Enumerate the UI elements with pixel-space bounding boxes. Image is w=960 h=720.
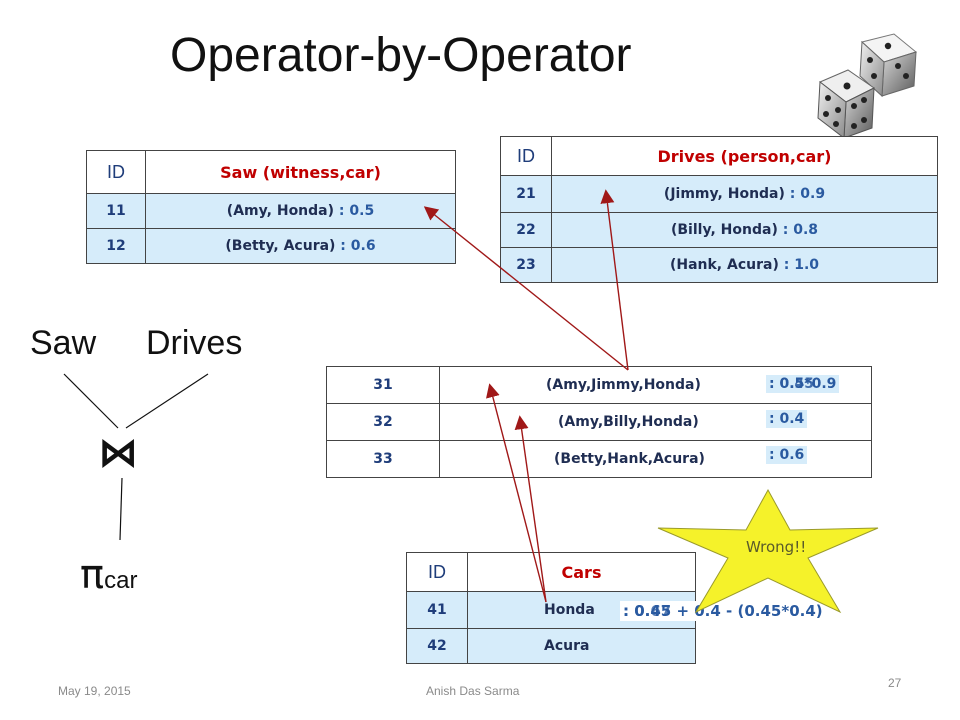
drives-table-header: ID Drives (person,car)	[500, 136, 938, 176]
drives-relation-label: Drives	[146, 324, 243, 362]
row-id: 33	[326, 440, 440, 478]
row-prob: : 0.6	[335, 238, 376, 254]
row-tuple: (Betty, Acura) : 0.6	[145, 228, 456, 264]
saw-id-header: ID	[86, 150, 146, 194]
row-id: 23	[500, 247, 552, 283]
row-tuple: (Jimmy, Honda) : 0.9	[551, 175, 938, 213]
lineage-arrow	[600, 189, 629, 371]
table-row: 11 (Amy, Honda) : 0.5	[86, 193, 456, 229]
projection-operator: πcar	[80, 552, 137, 598]
pi-symbol: π	[80, 552, 105, 598]
row-id: 32	[326, 403, 440, 441]
saw-column-header: Saw (witness,car)	[145, 150, 456, 194]
footer-author: Anish Das Sarma	[426, 684, 520, 698]
row-tuple: (Amy, Honda) : 0.5	[145, 193, 456, 229]
lineage-arrow	[486, 383, 547, 603]
lineage-arrow	[423, 206, 629, 371]
row-id: 12	[86, 228, 146, 264]
table-row: 12 (Betty, Acura) : 0.6	[86, 228, 456, 264]
join-operator-symbol: ⋈	[98, 430, 138, 476]
row-prob: : 0.5	[334, 203, 375, 219]
row-prob: : 1.0	[778, 257, 820, 273]
cars-prob-formula: : 0.45 + 0.4 - (0.45*0.4)	[620, 601, 826, 621]
row-tuple: Honda	[467, 591, 696, 629]
join-prob-label: : 0.4	[766, 410, 808, 428]
drives-table: ID Drives (person,car) 21 (Jimmy, Honda)…	[500, 136, 938, 283]
wrong-callout-text: Wrong!!	[746, 538, 807, 556]
row-id: 41	[406, 591, 468, 629]
row-tuple: Acura	[467, 628, 696, 664]
saw-table: ID Saw (witness,car) 11 (Amy, Honda) : 0…	[86, 150, 456, 264]
join-prob-label-overlay: : 0.45	[769, 376, 815, 392]
tree-edge	[63, 373, 119, 429]
row-prob: : 0.9	[784, 186, 826, 202]
star-callout-shape	[657, 488, 879, 614]
slide-title: Operator-by-Operator	[170, 29, 632, 82]
join-prob-label: : 0.6	[766, 446, 808, 464]
cars-table-header: ID Cars	[406, 552, 696, 592]
drives-column-header: Drives (person,car)	[551, 136, 938, 176]
row-prob: : 0.8	[777, 222, 819, 238]
tree-edge	[119, 477, 123, 541]
tree-edge	[125, 373, 209, 429]
lineage-arrow	[514, 415, 547, 603]
cars-prob-result: : 0.67	[623, 602, 672, 620]
cars-id-header: ID	[406, 552, 468, 592]
table-row: 41 Honda	[406, 591, 696, 629]
cars-table: ID Cars 41 Honda 42 Acura	[406, 552, 696, 664]
saw-table-header: ID Saw (witness,car)	[86, 150, 456, 194]
table-row: 42 Acura	[406, 628, 696, 664]
drives-id-header: ID	[500, 136, 552, 176]
row-id: 42	[406, 628, 468, 664]
footer-page-number: 27	[888, 676, 902, 690]
saw-relation-label: Saw	[30, 324, 97, 362]
join-prob-label: : 0.5*0.9	[766, 375, 840, 393]
footer-date: May 19, 2015	[58, 684, 131, 698]
projection-subscript: car	[104, 567, 138, 594]
cars-column-header: Cars	[467, 552, 696, 592]
row-id: 11	[86, 193, 146, 229]
